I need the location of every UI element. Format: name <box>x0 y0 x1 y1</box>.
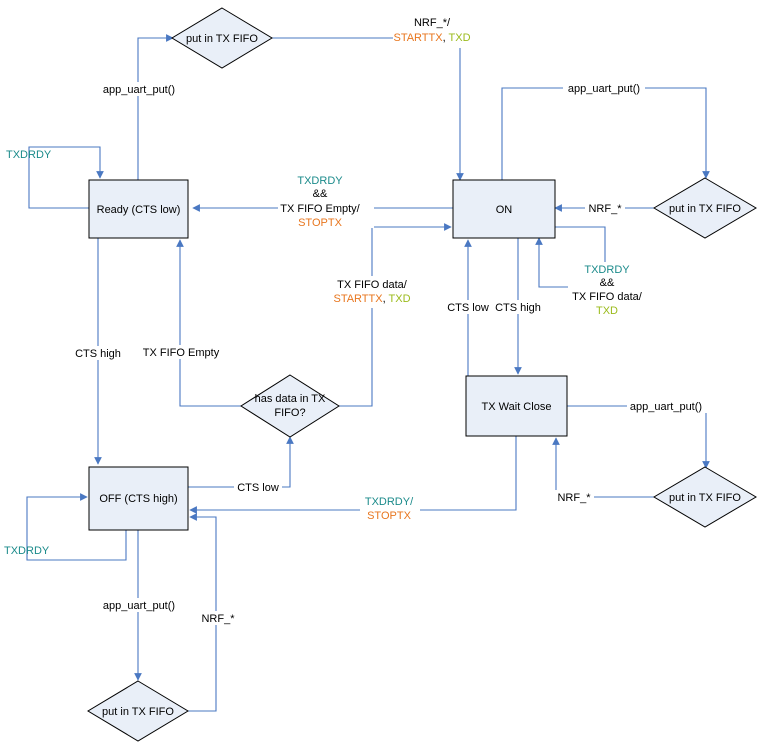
edge-off-to-hasdata <box>188 436 294 488</box>
edge-txwait-to-off <box>189 436 517 514</box>
diamond-put-mid-right-label: put in TX FIFO <box>669 492 741 504</box>
label-nrf-star-slash-top: NRF_*/ <box>414 17 451 29</box>
state-ready: Ready (CTS low) <box>88 179 189 239</box>
edge-hasdata-to-ready <box>176 239 242 407</box>
label-txdrdy-slash-txwait-off: TXDRDY/ <box>365 496 414 508</box>
diamond-put-bottom: put in TX FIFO <box>87 680 189 742</box>
diamond-has-data-label-line2: FIFO? <box>274 407 305 419</box>
label-cts-high-ready-off: CTS high <box>75 348 121 360</box>
state-off: OFF (CTS high) <box>88 466 189 531</box>
label-nrf-star-mid: NRF_* <box>557 492 591 504</box>
edge-put-top-to-on <box>272 37 464 181</box>
state-ready-label: Ready (CTS low) <box>97 204 181 216</box>
label-starttx-hasdata: STARTTX <box>333 293 383 305</box>
diamond-put-right: put in TX FIFO <box>653 177 757 239</box>
label-txd-hasdata: TXD <box>389 293 411 305</box>
label-txd-on-loop: TXD <box>596 305 618 317</box>
label-and-on-ready: && <box>313 188 328 200</box>
nodes: Ready (CTS low) ON OFF (CTS high) TX Wai… <box>87 7 757 742</box>
label-starttx-txd-hasdata: STARTTX, TXD <box>333 293 410 305</box>
diamond-put-top-label: put in TX FIFO <box>186 33 258 45</box>
edge-off-self-loop <box>26 493 127 561</box>
label-starttx-top: STARTTX <box>393 32 443 44</box>
edge-labels: NRF_*/ STARTTX, TXD app_uart_put() TXDRD… <box>4 14 707 625</box>
label-cts-low-off-hasdata: CTS low <box>237 482 279 494</box>
label-stoptx-txwait-off: STOPTX <box>367 510 411 522</box>
edge-ready-self-loop <box>28 146 104 209</box>
label-app-uart-put-on: app_uart_put() <box>568 83 640 95</box>
label-nrf-star-bottom: NRF_* <box>201 613 235 625</box>
label-txdrdy-off-loop: TXDRDY <box>4 545 50 557</box>
label-app-uart-put-txwait: app_uart_put() <box>630 401 702 413</box>
diamond-put-mid-right: put in TX FIFO <box>653 466 757 528</box>
label-and-on-loop: && <box>600 277 615 289</box>
label-tx-fifo-data-hasdata: TX FIFO data/ <box>337 279 408 291</box>
label-nrf-star-right: NRF_* <box>588 203 622 215</box>
state-tx-wait-close: TX Wait Close <box>465 375 568 437</box>
diamond-put-top: put in TX FIFO <box>171 7 273 69</box>
edge-ready-to-put-top <box>137 34 174 180</box>
label-starttx-txd-top: STARTTX, TXD <box>393 32 470 44</box>
label-comma-hasdata: , <box>383 293 389 305</box>
diamond-has-data: has data in TX FIFO? <box>240 374 340 438</box>
label-app-uart-put-off: app_uart_put() <box>103 600 175 612</box>
label-comma-top: , <box>443 32 449 44</box>
label-txdrdy-ready-loop: TXDRDY <box>6 149 52 161</box>
state-on-label: ON <box>496 204 513 216</box>
state-on: ON <box>452 179 556 239</box>
label-txdrdy-on-loop: TXDRDY <box>584 264 630 276</box>
diamond-has-data-label-line1: has data in TX <box>255 393 326 405</box>
state-off-label: OFF (CTS high) <box>99 493 177 505</box>
label-stoptx-on-ready: STOPTX <box>298 217 342 229</box>
label-tx-fifo-data-on-loop: TX FIFO data/ <box>572 291 643 303</box>
state-tx-wait-close-label: TX Wait Close <box>482 401 552 413</box>
edge-put-mid-to-txwait <box>552 437 654 498</box>
label-txdrdy-on-ready: TXDRDY <box>297 175 343 187</box>
edge-on-to-put-right <box>501 87 710 180</box>
label-app-uart-put-ready: app_uart_put() <box>103 84 175 96</box>
label-txd-top: TXD <box>449 32 471 44</box>
label-tx-fifo-empty-slash: TX FIFO Empty/ <box>280 203 360 215</box>
label-tx-fifo-empty: TX FIFO Empty <box>143 347 220 359</box>
edge-txwait-to-put-mid <box>567 405 710 469</box>
label-cts-high-on-txwait: CTS high <box>495 302 541 314</box>
edge-hasdata-to-on <box>338 223 452 407</box>
diamond-put-bottom-label: put in TX FIFO <box>102 706 174 718</box>
label-cts-low-txwait-on: CTS low <box>447 302 489 314</box>
diamond-put-right-label: put in TX FIFO <box>669 203 741 215</box>
